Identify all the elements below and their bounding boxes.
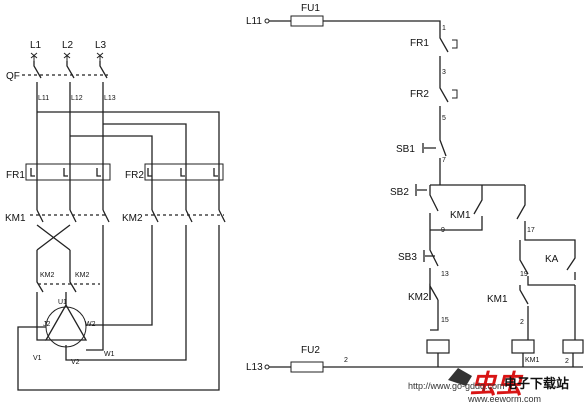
phase-swap <box>36 224 104 255</box>
node-17: 19 <box>520 271 528 278</box>
fr1-box <box>25 163 111 181</box>
watermark-logo <box>448 368 472 386</box>
fr2-thermal-symbol <box>452 89 458 99</box>
motor-windings <box>44 303 88 341</box>
qf-blades <box>33 61 108 79</box>
fr1-power-label: FR1 <box>6 170 25 181</box>
sb2-start-button <box>415 184 439 245</box>
terminal-l2 <box>63 52 71 61</box>
node-7: 7 <box>442 157 446 164</box>
motor-housing <box>45 306 87 348</box>
terminal-w1: W1 <box>104 351 115 358</box>
fr2-elements <box>147 168 218 177</box>
ka-contact <box>519 240 575 286</box>
qf-label: QF <box>6 71 20 82</box>
l11-terminal <box>264 18 270 24</box>
coil-km1-label: KM1 <box>525 357 540 364</box>
branch-conductors <box>37 111 220 210</box>
km2-delta-label-a: KM2 <box>40 272 55 279</box>
terminal-j2: J2 <box>43 321 51 328</box>
coil-ka <box>562 339 584 354</box>
fu2-fuse <box>290 361 324 373</box>
coil-km2 <box>511 339 535 354</box>
sb1-stop-button <box>422 130 447 185</box>
fu1-fuse <box>290 15 324 27</box>
km2-interlock-contact <box>429 283 439 331</box>
terminal-v1: V1 <box>33 355 42 362</box>
node-2-right: 2 <box>565 358 569 365</box>
top-rail <box>269 20 441 30</box>
fr2-nc-contact <box>439 80 449 130</box>
node-5: 5 <box>442 115 446 122</box>
fr1-thermal-symbol <box>452 39 458 49</box>
qf-contacts <box>36 82 104 85</box>
watermark-site-name: 电子下载站 <box>504 376 569 391</box>
km1-branch-contact <box>519 285 529 340</box>
sb1-label: SB1 <box>396 144 415 155</box>
fr2-control-label: FR2 <box>410 89 429 100</box>
watermark-url: www.eeworm.com <box>467 394 541 404</box>
km2-power-label: KM2 <box>122 213 143 224</box>
terminal-u1: U1 <box>58 299 67 306</box>
node-1: 1 <box>442 25 446 32</box>
motor-feed <box>36 282 104 351</box>
node-9: 9 <box>441 227 445 234</box>
phase-l2-label: L2 <box>62 40 74 51</box>
km1-hold-contact <box>430 185 483 231</box>
line-l11-label: L11 <box>38 95 49 102</box>
node-3: 3 <box>442 69 446 76</box>
fr1-nc-contact <box>439 30 449 80</box>
control-circuit: L11 FU1 FR1 1 3 FR2 5 SB1 7 SB2 KM1 9 SB… <box>246 3 584 373</box>
km2-interlock-label: KM2 <box>408 292 429 303</box>
fr2-power-label: FR2 <box>125 170 144 181</box>
supply-l13-label: L13 <box>246 362 263 373</box>
node-2-left: 2 <box>344 357 348 364</box>
line-l12-label: L12 <box>71 95 83 102</box>
watermark: 虫虫 电子下载站 www.eeworm.com http://www.go-gd… <box>408 368 569 404</box>
return-loops <box>17 225 220 391</box>
km1-contacts <box>36 209 110 223</box>
delta-contacts <box>36 250 104 293</box>
watermark-brand: 虫虫 <box>470 369 524 399</box>
phase-l3-label: L3 <box>95 40 107 51</box>
km2-delta-label-b: KM2 <box>75 272 90 279</box>
sb3-button <box>423 245 439 300</box>
fu1-label: FU1 <box>301 3 320 14</box>
sb2-label: SB2 <box>390 187 409 198</box>
sb3-label: SB3 <box>398 252 417 263</box>
node-11: 13 <box>441 271 449 278</box>
km1-hold-label: KM1 <box>450 210 471 221</box>
right-branch <box>516 185 576 280</box>
fr1-elements <box>30 168 101 177</box>
supply-l11-label: L11 <box>246 16 262 27</box>
fr1-control-label: FR1 <box>410 38 429 49</box>
bottom-rail <box>269 353 583 368</box>
power-circuit: L1 L2 L3 QF L11 L12 L13 FR1 FR2 KM1 KM2 <box>5 40 226 391</box>
fu2-label: FU2 <box>301 345 320 356</box>
coil-km1 <box>426 339 450 354</box>
node-13: 15 <box>441 317 449 324</box>
line-l13-label: L13 <box>104 95 116 102</box>
watermark-url-2: http://www.go-gddq.com <box>408 381 505 391</box>
terminal-l1 <box>30 52 38 61</box>
terminal-l3 <box>96 52 104 61</box>
fr2-box <box>144 163 224 181</box>
ka-label: KA <box>545 254 559 265</box>
km2-contacts <box>151 209 226 223</box>
phase-l1-label: L1 <box>30 40 42 51</box>
l13-terminal <box>264 364 270 370</box>
node-19: 2 <box>520 319 524 326</box>
km1-power-label: KM1 <box>5 213 26 224</box>
terminal-v2: V2 <box>71 359 80 366</box>
main-conductors <box>36 85 104 210</box>
km1-branch-label: KM1 <box>487 294 508 305</box>
node-15: 17 <box>527 227 535 234</box>
